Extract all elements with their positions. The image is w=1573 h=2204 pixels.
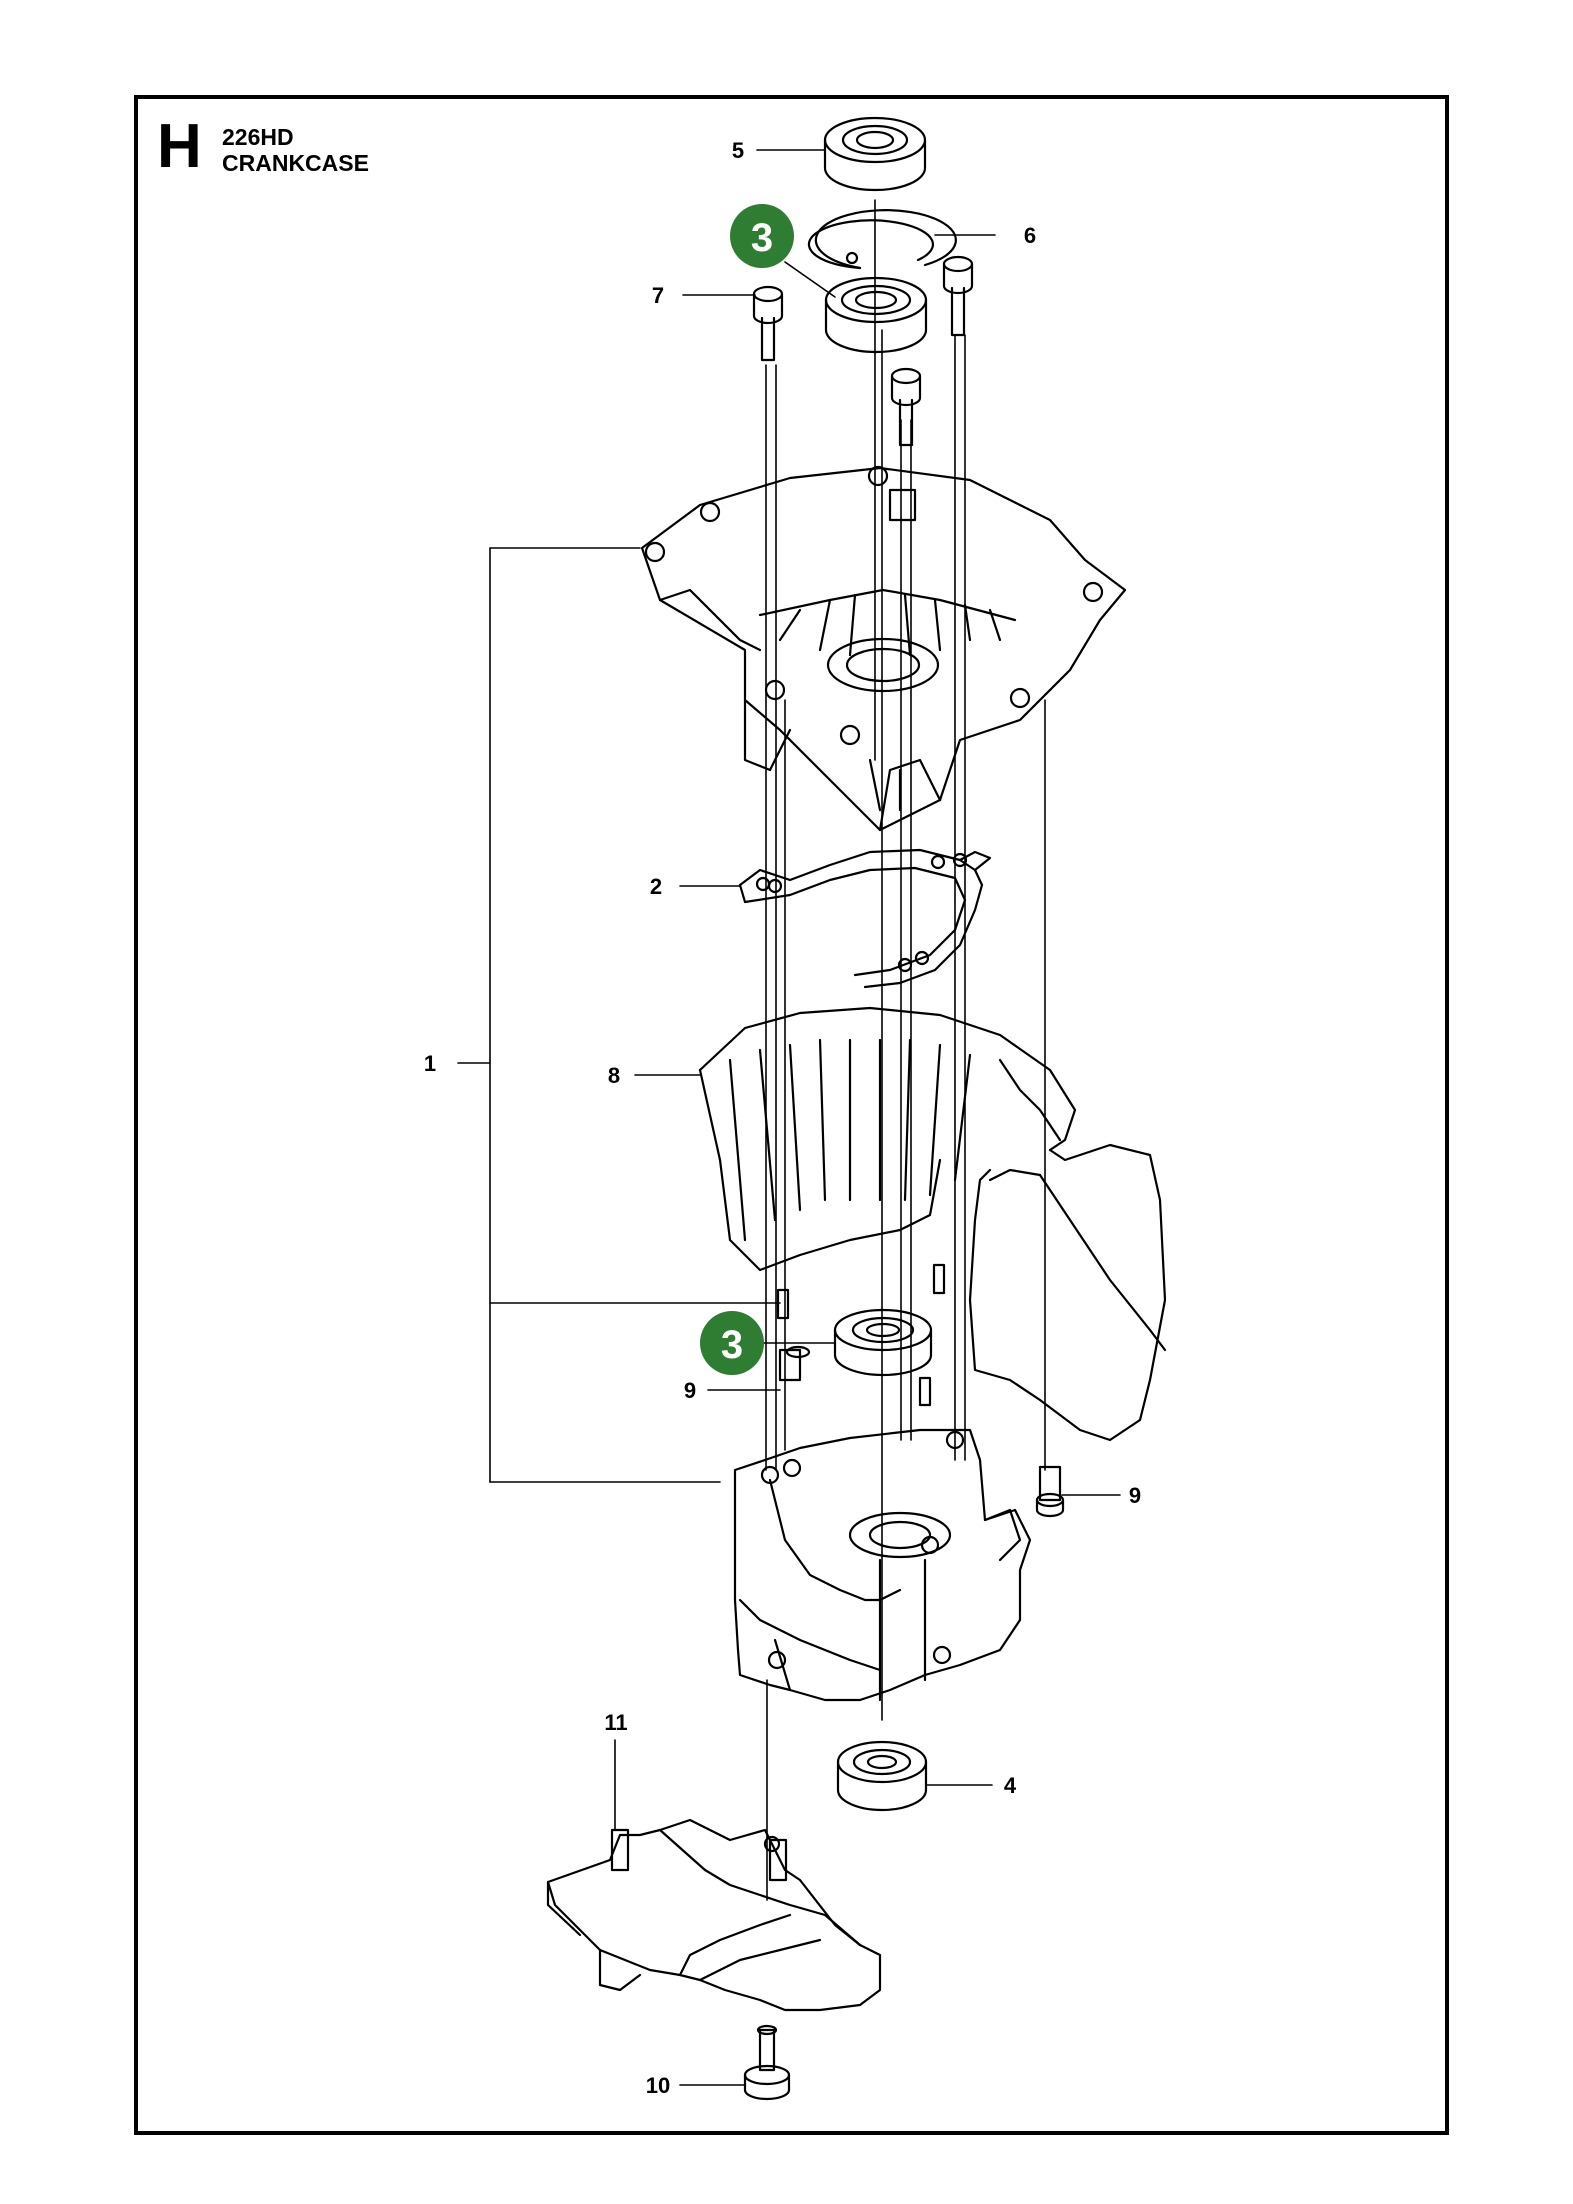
callout-9-right: 9 [1129, 1483, 1141, 1508]
callout-9-left: 9 [684, 1378, 696, 1403]
badge-middle-label: 3 [721, 1323, 743, 1367]
leader-lines [457, 149, 1121, 2086]
seal-part-5 [823, 116, 927, 192]
callout-7: 7 [652, 283, 664, 308]
seal-part-4 [836, 1740, 928, 1812]
badge-middle [700, 1311, 764, 1375]
bearing-top [824, 276, 928, 354]
section-letter: H [157, 112, 202, 181]
callout-6: 6 [1024, 223, 1036, 248]
crankcase-lower-half [733, 1428, 1032, 1702]
callout-11: 11 [604, 1710, 627, 1735]
callout-5: 5 [732, 138, 744, 163]
callout-10: 10 [646, 2073, 670, 2098]
screw-part-7-middle [890, 367, 922, 447]
callout-2: 2 [650, 874, 662, 899]
dowel-pins [776, 1263, 1062, 1502]
bottom-cover-part-11 [546, 1818, 882, 2012]
screw-part-7-left [752, 285, 784, 362]
callout-4: 4 [1004, 1773, 1017, 1798]
bearing-middle [833, 1308, 933, 1377]
page-frame [134, 95, 1449, 2135]
screw-part-9-left [785, 1345, 811, 1359]
screw-part-7-right [942, 255, 974, 337]
badge-top-label: 3 [751, 216, 773, 260]
model-name: 226HD [222, 124, 294, 150]
callout-8: 8 [608, 1063, 620, 1088]
badge-top [730, 204, 794, 268]
gasket-part-2 [738, 848, 992, 989]
screw-part-10 [743, 2024, 791, 2101]
cylinder-cover-part-8 [698, 1006, 1167, 1442]
crankcase-upper-half [640, 465, 1127, 832]
circlip-part-6 [807, 209, 957, 270]
diagram-title: CRANKCASE [222, 150, 369, 176]
screw-part-9-right [1035, 1492, 1065, 1518]
callout-1: 1 [424, 1051, 436, 1076]
